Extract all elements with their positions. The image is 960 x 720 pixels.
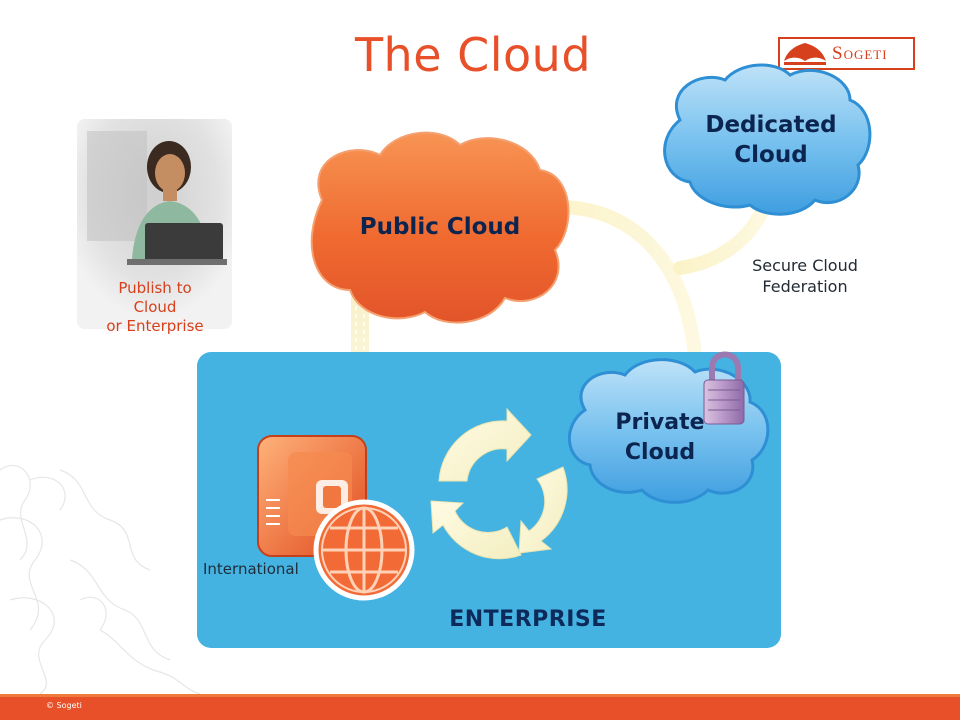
- footer-bar: [0, 694, 960, 720]
- federation-label: Secure Cloud Federation: [722, 255, 888, 297]
- person-photo: [77, 119, 232, 329]
- photo-caption: Publish to Cloud or Enterprise: [70, 279, 240, 336]
- public-cloud: [310, 131, 570, 324]
- logo-text: Sogeti: [832, 43, 888, 64]
- dedicated-cloud: [663, 63, 872, 216]
- caption-line-2: Cloud: [133, 298, 177, 316]
- private-line-1: Private: [615, 410, 705, 435]
- padlock-icon: [703, 351, 745, 425]
- caption-line-1: Publish to: [118, 279, 192, 297]
- federation-line-2: Federation: [762, 277, 848, 296]
- private-cloud-label: Private Cloud: [590, 408, 730, 468]
- enterprise-label: ENTERPRISE: [449, 607, 607, 632]
- refresh-cycle-icon: [430, 407, 568, 560]
- public-cloud-label: Public Cloud: [359, 214, 521, 240]
- copyright-text: © Sogeti: [46, 701, 82, 710]
- international-label: International: [203, 560, 299, 578]
- page-title: The Cloud: [354, 28, 592, 82]
- caption-line-3: or Enterprise: [106, 317, 204, 335]
- dedicated-line-1: Dedicated: [705, 112, 837, 138]
- sogeti-logo-mark: [780, 39, 830, 68]
- globe-icon: [313, 499, 415, 601]
- federation-line-1: Secure Cloud: [752, 256, 858, 275]
- sogeti-logo: Sogeti: [778, 37, 915, 70]
- private-line-2: Cloud: [624, 440, 696, 465]
- dedicated-cloud-label: Dedicated Cloud: [680, 110, 862, 170]
- dedicated-line-2: Cloud: [734, 142, 808, 168]
